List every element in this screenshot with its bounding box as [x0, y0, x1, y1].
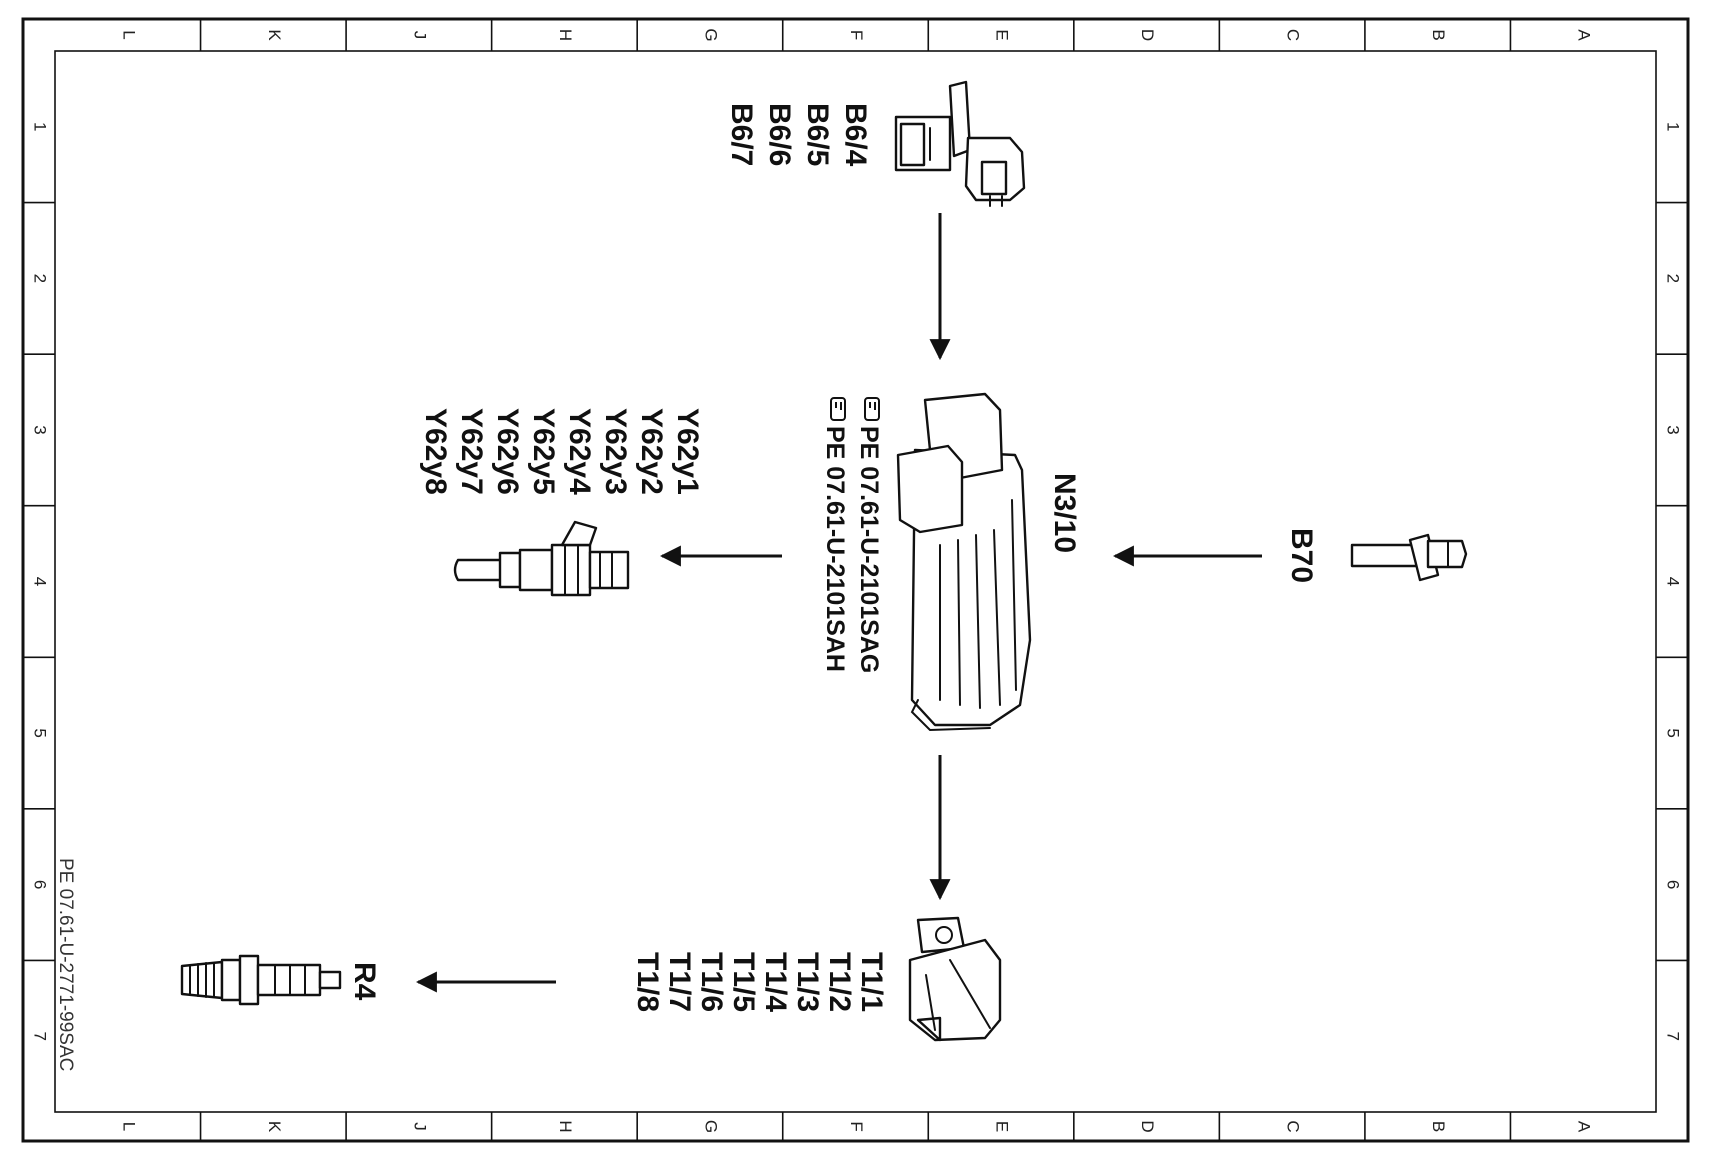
crankshaft-sensor-icon — [1350, 533, 1468, 582]
column-label-bottom: G — [701, 1120, 720, 1133]
row-label-left: 7 — [31, 1031, 50, 1040]
column-label-bottom: F — [847, 1121, 866, 1131]
coil-label-4: T1/4 — [759, 952, 792, 1012]
column-label-bottom: L — [119, 1122, 138, 1131]
control-unit-icon — [896, 392, 1032, 732]
column-label-bottom: A — [1575, 1121, 1594, 1133]
coil-label-5: T1/5 — [727, 952, 760, 1012]
row-label-right: 3 — [1664, 425, 1683, 434]
camshaft-sensor-label-3: B6/6 — [763, 103, 796, 166]
row-label-left: 5 — [31, 728, 50, 737]
row-label-left: 3 — [31, 425, 50, 434]
pointing-hand-icon — [830, 397, 846, 421]
column-label-top: A — [1575, 29, 1594, 41]
column-label-top: L — [119, 30, 138, 39]
coil-label-3: T1/3 — [791, 952, 824, 1012]
grid-ticks — [23, 19, 1688, 1141]
column-label-top: F — [847, 30, 866, 40]
row-label-right: 4 — [1664, 577, 1683, 586]
column-label-top: E — [993, 29, 1012, 40]
column-label-bottom: K — [265, 1121, 284, 1133]
camshaft-sensor-label-4: B6/7 — [725, 103, 758, 166]
column-label-top: B — [1429, 29, 1448, 40]
column-label-top: H — [556, 29, 575, 41]
camshaft-sensor-label-1: B6/4 — [839, 103, 872, 167]
pointing-hand-icon — [864, 397, 880, 421]
coil-label-6: T1/6 — [695, 952, 728, 1012]
row-label-right: 2 — [1664, 274, 1683, 283]
column-label-top: D — [1138, 29, 1157, 41]
column-label-bottom: J — [410, 1122, 429, 1131]
injector-label-5: Y62y5 — [527, 408, 560, 495]
coil-label-1: T1/1 — [855, 952, 888, 1012]
coil-label-7: T1/7 — [663, 952, 696, 1012]
spark-plug-label: R4 — [348, 962, 381, 1001]
column-label-top: J — [410, 31, 429, 40]
coil-label-2: T1/2 — [823, 952, 856, 1012]
control-unit-reference-1: PE 07.61-U-2101SAG — [855, 426, 883, 673]
row-label-left: 2 — [31, 274, 50, 283]
injector-label-6: Y62y6 — [491, 408, 524, 495]
row-label-right: 1 — [1664, 122, 1683, 131]
injector-label-2: Y62y2 — [635, 408, 668, 495]
column-label-top: C — [1284, 29, 1303, 41]
injector-label-7: Y62y7 — [455, 408, 488, 495]
row-label-right: 6 — [1664, 880, 1683, 889]
column-label-bottom: B — [1429, 1121, 1448, 1132]
column-label-bottom: D — [1138, 1120, 1157, 1132]
row-label-left: 6 — [31, 880, 50, 889]
injector-label-1: Y62y1 — [671, 408, 704, 495]
fuel-injector-icon — [453, 520, 630, 597]
ignition-coil-icon — [908, 916, 1002, 1042]
crankshaft-sensor-label: B70 — [1285, 528, 1318, 583]
column-label-bottom: H — [556, 1120, 575, 1132]
row-label-left: 1 — [31, 122, 50, 131]
outer-frame — [21, 17, 1690, 1143]
row-label-right: 7 — [1664, 1031, 1683, 1040]
camshaft-sensor-label-2: B6/5 — [801, 103, 834, 166]
camshaft-sensor-icon — [894, 80, 1026, 207]
column-label-bottom: E — [993, 1121, 1012, 1132]
injector-label-3: Y62y3 — [599, 408, 632, 495]
injector-label-4: Y62y4 — [563, 408, 596, 495]
row-label-right: 5 — [1664, 728, 1683, 737]
row-label-left: 4 — [31, 577, 50, 586]
control-unit-reference-2: PE 07.61-U-2101SAH — [821, 426, 849, 672]
inner-frame — [54, 50, 1657, 1113]
grid-labels: L L K K J J H H G G F F E E D D C C B B A A 1 1 2 2 3 3 4 4 5 5 6 6 7 7 — [31, 28, 1683, 1133]
column-label-bottom: C — [1284, 1120, 1303, 1132]
spark-plug-icon — [180, 954, 342, 1006]
column-label-top: G — [701, 28, 720, 41]
document-number: PE 07.61-U-2771-99SAC — [55, 858, 76, 1071]
injector-label-8: Y62y8 — [419, 408, 452, 495]
column-label-top: K — [265, 29, 284, 41]
coil-label-8: T1/8 — [631, 952, 664, 1012]
control-unit-label: N3/10 — [1048, 473, 1081, 553]
